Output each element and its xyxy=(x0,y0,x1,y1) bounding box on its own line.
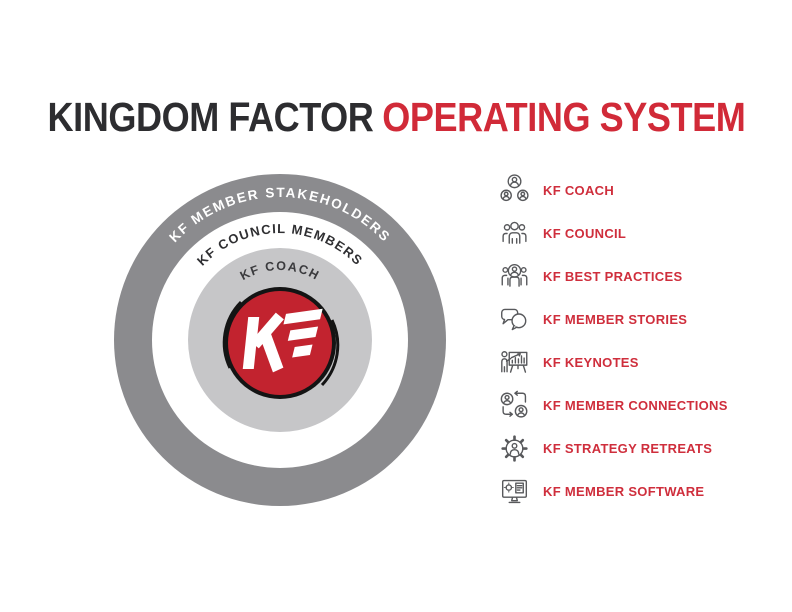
legend-item-label: KF BEST PRACTICES xyxy=(543,269,683,284)
legend-item-label: KF COUNCIL xyxy=(543,226,627,241)
legend-item-label: KF MEMBER STORIES xyxy=(543,312,688,327)
member-connections-icon xyxy=(496,388,532,424)
kf-logo-letter-k xyxy=(242,312,284,373)
legend-item-council: KF COUNCIL xyxy=(496,212,776,255)
concentric-diagram: KF KF MEMBER S xyxy=(110,170,450,510)
kf-logo-disc xyxy=(228,291,332,395)
legend-item-member-connections: KF MEMBER CONNECTIONS xyxy=(496,384,776,427)
title-operating-system: OPERATING SYSTEM xyxy=(382,94,746,140)
kf-logo-brush-stroke-2 xyxy=(320,319,340,387)
kf-logo-brush-stroke xyxy=(222,300,243,369)
coach-icon xyxy=(496,173,532,209)
member-software-icon xyxy=(496,474,532,510)
legend-item-label: KF COACH xyxy=(543,183,615,198)
legend-item-keynotes: KF KEYNOTES xyxy=(496,341,776,384)
best-practices-icon xyxy=(496,259,532,295)
title-kingdom-factor: KINGDOM FACTOR xyxy=(47,94,374,140)
legend-item-best-practices: KF BEST PRACTICES xyxy=(496,255,776,298)
legend-item-strategy-retreats: KF STRATEGY RETREATS xyxy=(496,427,776,470)
member-stories-icon xyxy=(496,302,532,338)
concentric-diagram-svg: KF KF MEMBER S xyxy=(114,174,446,506)
legend-item-member-software: KF MEMBER SOFTWARE xyxy=(496,470,776,513)
legend-item-member-stories: KF MEMBER STORIES xyxy=(496,298,776,341)
keynotes-icon xyxy=(496,345,532,381)
legend-item-label: KF STRATEGY RETREATS xyxy=(543,441,713,456)
kf-logo-letter-f xyxy=(283,308,323,358)
legend-item-label: KF MEMBER SOFTWARE xyxy=(543,484,705,499)
legend-item-coach: KF COACH xyxy=(496,169,776,212)
council-icon xyxy=(496,216,532,252)
kf-logo: KF xyxy=(222,287,340,399)
strategy-retreats-icon xyxy=(496,431,532,467)
legend-item-label: KF KEYNOTES xyxy=(543,355,639,370)
legend: KF COACH KF COUNCIL xyxy=(496,169,776,513)
legend-item-label: KF MEMBER CONNECTIONS xyxy=(543,398,728,413)
